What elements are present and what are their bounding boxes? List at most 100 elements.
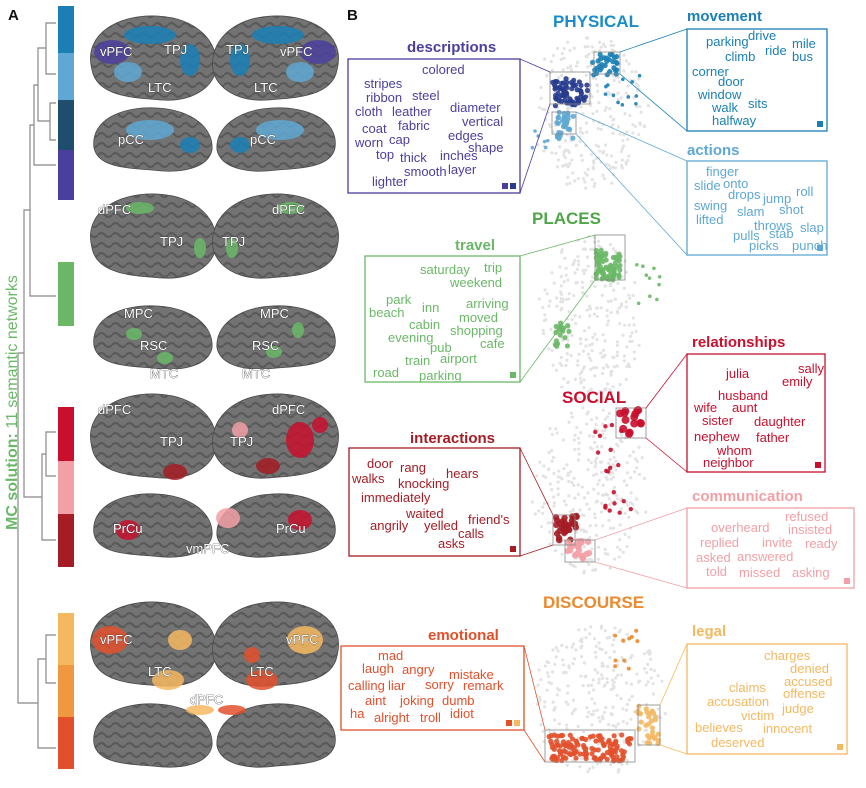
- cluster-point: [611, 65, 617, 71]
- wordbox-word: wife: [693, 400, 717, 415]
- map-point: [606, 299, 610, 304]
- cluster-point: [585, 549, 593, 557]
- map-point: [614, 468, 618, 472]
- map-point: [601, 483, 605, 487]
- map-point: [590, 723, 594, 727]
- map-point: [593, 181, 597, 185]
- brain-region-label: dPFC: [272, 202, 305, 217]
- map-point: [610, 181, 614, 185]
- map-point: [571, 662, 575, 666]
- side-label-rest: 11 semantic networks: [4, 275, 21, 433]
- map-point: [559, 355, 563, 360]
- wordbox-title: actions: [687, 142, 740, 159]
- map-point: [607, 722, 611, 727]
- map-point: [644, 510, 648, 514]
- wordbox-word: father: [756, 430, 790, 445]
- cluster-point: [604, 72, 610, 78]
- wordbox-word: calls: [458, 526, 485, 541]
- map-point: [622, 286, 626, 290]
- wordbox-word: fabric: [398, 118, 430, 133]
- activation-region: [244, 647, 260, 663]
- map-point: [550, 432, 554, 437]
- map-point: [558, 265, 562, 269]
- map-point: [621, 720, 625, 724]
- map-point: [581, 406, 585, 410]
- map-point: [610, 390, 614, 394]
- brain-region-label: LTC: [254, 80, 278, 95]
- map-point: [609, 39, 613, 43]
- brain-region-label: TPJ: [160, 234, 183, 249]
- cluster-point: [611, 93, 616, 98]
- cluster-point: [554, 738, 560, 744]
- wordbox-word: corner: [692, 64, 730, 79]
- wordbox-word: smooth: [404, 164, 447, 179]
- map-point: [599, 501, 604, 505]
- cluster-point: [635, 639, 640, 644]
- map-point: [587, 389, 591, 394]
- map-point: [635, 88, 640, 92]
- map-point: [599, 127, 603, 132]
- map-point: [626, 503, 630, 507]
- map-point: [603, 45, 607, 49]
- map-point: [611, 43, 615, 48]
- map-point: [575, 60, 580, 64]
- wordbox-word: julia: [725, 366, 750, 381]
- map-point: [620, 762, 624, 766]
- wordbox-word: sorry: [425, 677, 454, 692]
- wordbox-word: overheard: [711, 520, 770, 535]
- cluster-point: [558, 749, 564, 755]
- wordbox-word: nephew: [694, 429, 740, 444]
- map-point: [545, 671, 550, 675]
- map-point: [622, 479, 626, 483]
- map-point: [562, 377, 566, 381]
- map-point: [562, 153, 566, 158]
- cluster-point: [609, 422, 615, 428]
- brain-surface: [216, 493, 336, 558]
- map-point: [621, 333, 625, 337]
- map-point: [611, 683, 615, 687]
- map-point: [562, 467, 566, 471]
- map-point: [581, 730, 586, 734]
- cluster-point: [602, 252, 608, 258]
- wordbox-word: bus: [792, 49, 813, 64]
- wordbox-word: airport: [440, 351, 477, 366]
- activation-region: [312, 417, 328, 433]
- map-point: [576, 263, 581, 267]
- wordbox-word: pulls: [733, 228, 760, 243]
- map-point: [570, 415, 574, 419]
- cluster-point: [608, 465, 613, 471]
- map-point: [565, 723, 569, 727]
- cluster-point: [567, 547, 574, 554]
- map-point: [592, 49, 597, 54]
- map-point: [632, 350, 636, 354]
- map-point: [555, 296, 559, 300]
- map-point: [556, 46, 560, 51]
- cluster-point: [626, 95, 631, 99]
- map-point: [575, 143, 579, 147]
- map-point: [596, 89, 600, 93]
- map-point: [591, 688, 596, 692]
- map-point: [585, 294, 589, 298]
- cluster-point: [626, 736, 632, 742]
- cluster-point: [552, 82, 558, 88]
- map-point: [580, 655, 584, 659]
- cluster-point: [599, 268, 606, 274]
- cluster-point: [612, 260, 618, 266]
- map-point: [605, 493, 610, 497]
- map-point: [626, 158, 630, 163]
- map-point: [565, 297, 569, 301]
- cluster-point: [584, 87, 590, 94]
- cluster-point: [644, 273, 649, 277]
- map-point: [572, 438, 576, 442]
- map-point: [539, 677, 543, 682]
- wordbox-word: aint: [365, 693, 386, 708]
- map-selection: [615, 407, 647, 439]
- brain-region-label: vPFC: [280, 44, 313, 59]
- wordbox-title: relationships: [692, 334, 785, 351]
- map-point: [566, 702, 570, 706]
- map-point: [578, 396, 582, 401]
- map-point: [590, 247, 595, 251]
- map-point: [605, 664, 610, 669]
- map-point: [593, 459, 597, 463]
- map-point: [566, 473, 570, 477]
